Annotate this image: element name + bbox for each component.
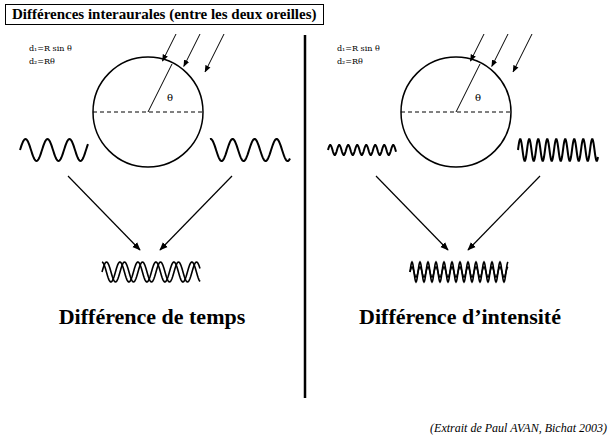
angle-label: θ — [475, 92, 481, 104]
converge-arrow — [160, 176, 232, 250]
formula-label: d₂=Rθ — [28, 57, 56, 66]
right-ear-wave — [210, 139, 290, 161]
sound-ray — [205, 34, 224, 72]
combined-wave — [102, 262, 200, 282]
intensity-panel — [328, 34, 598, 282]
combined-wave — [102, 262, 200, 282]
caption: (Extrait de Paul AVAN, Bichat 2003) — [430, 422, 607, 436]
left-ear-wave — [328, 145, 396, 155]
formula-label: d₂=Rθ — [336, 57, 364, 66]
sound-ray — [163, 34, 177, 61]
combined-wave — [410, 262, 508, 282]
converge-arrow — [468, 176, 540, 250]
sound-ray — [184, 34, 200, 66]
head-circle — [401, 57, 511, 167]
time-panel — [20, 34, 290, 282]
combined-wave — [410, 267, 508, 277]
title-box: Différences interaurales (entre les deux… — [5, 4, 324, 25]
angle-line — [148, 64, 172, 112]
panel-heading: Différence d’intensité — [359, 304, 561, 329]
sound-ray — [492, 34, 508, 66]
sound-ray — [513, 34, 532, 72]
formula-label: d₁=R sin θ — [28, 44, 73, 53]
head-circle — [93, 57, 203, 167]
divider-line — [304, 35, 307, 398]
formula-label: d₁=R sin θ — [336, 44, 381, 53]
converge-arrow — [376, 176, 448, 250]
left-ear-wave — [20, 139, 88, 161]
angle-label: θ — [167, 92, 173, 104]
panel-heading: Différence de temps — [59, 304, 246, 329]
sound-ray — [471, 34, 485, 61]
converge-arrow — [68, 176, 140, 250]
right-ear-wave — [518, 139, 598, 161]
angle-line — [456, 64, 480, 112]
